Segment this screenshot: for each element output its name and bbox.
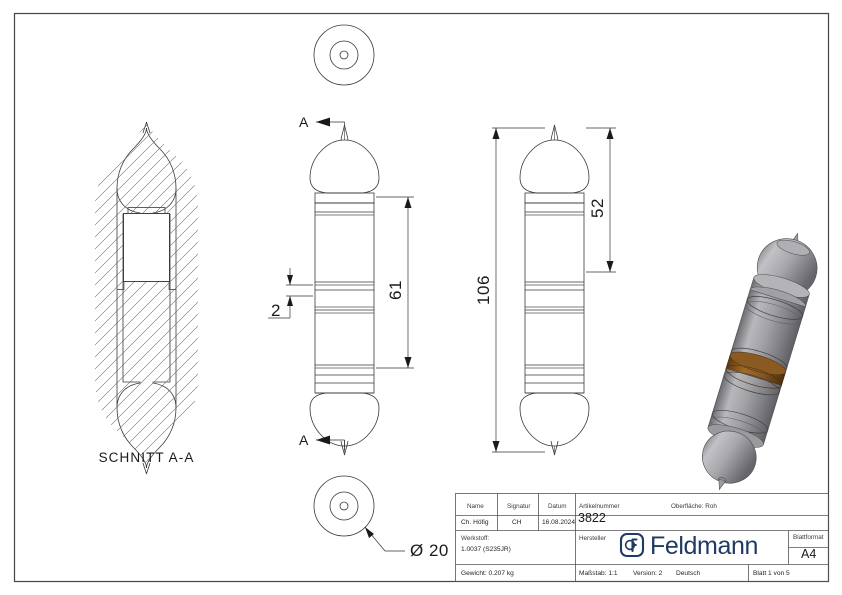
top-circle-view: [313, 24, 375, 86]
section-marker-bottom: A: [299, 432, 345, 450]
dimension-label-106: 106: [474, 275, 493, 305]
diameter-leader: [364, 526, 405, 552]
sheet-frame: [13, 12, 830, 583]
dimension-61: 61: [376, 196, 414, 369]
diameter-label: Ø 20: [410, 541, 449, 560]
section-marker-letter-top: A: [299, 114, 309, 130]
titleblock-grid: [455, 493, 829, 582]
dimension-label-61: 61: [386, 280, 405, 300]
feldmann-logo: [619, 532, 645, 558]
dimension-106: 106: [474, 127, 545, 453]
dimension-52: 52: [586, 127, 616, 273]
bottom-circle-view: [313, 475, 375, 537]
front-view: [309, 124, 380, 456]
isometric-3d-view: [702, 232, 818, 491]
section-marker-letter-bottom: A: [299, 432, 309, 448]
section-view-caption: SCHNITT A-A: [99, 450, 195, 465]
section-marker-top: A: [299, 114, 345, 130]
dimension-label-52: 52: [588, 198, 607, 218]
dimension-label-2: 2: [271, 301, 281, 320]
section-hatch: [95, 124, 198, 463]
right-view: [519, 124, 590, 456]
dimension-2: 2: [268, 268, 313, 320]
feldmann-logo-text: Feldmann: [650, 532, 758, 560]
section-view-schnitt-aa: [95, 121, 198, 475]
